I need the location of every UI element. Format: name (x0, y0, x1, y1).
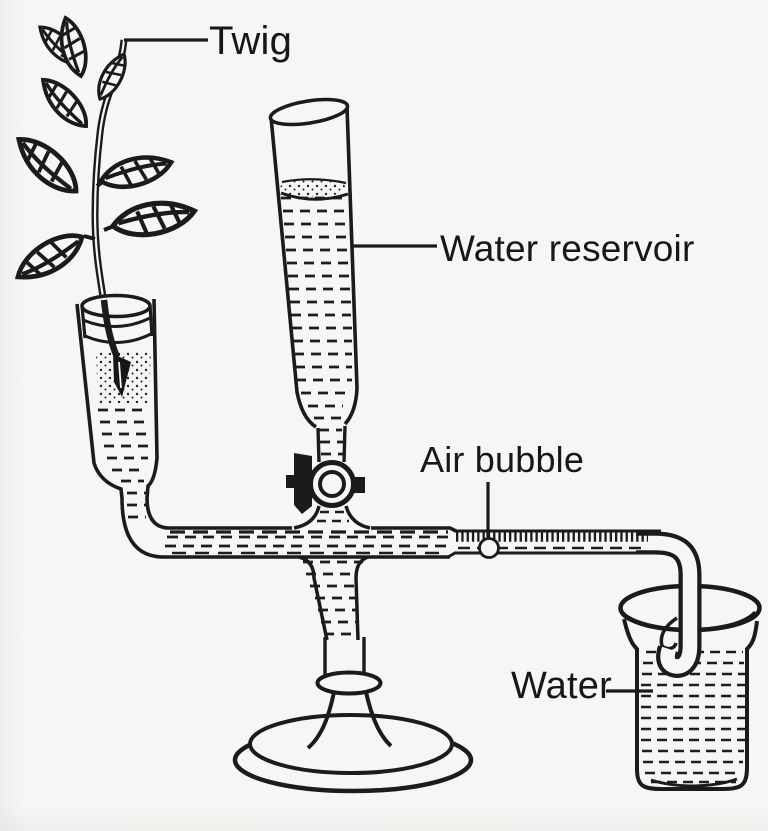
main-horizontal-tube (165, 505, 457, 641)
leaf (11, 232, 89, 281)
twig-stem-in-cork (100, 299, 121, 359)
stopcock-valve (286, 425, 365, 523)
water-reservoir-tube (268, 97, 359, 456)
leaf (15, 125, 80, 205)
twig-holder-tube (75, 293, 450, 559)
stand-trumpet (306, 691, 393, 750)
twig-branches (83, 179, 115, 241)
reservoir-water-dashes (281, 196, 352, 456)
cork (80, 293, 154, 346)
reservoir-meniscus-stipple (280, 179, 346, 197)
leaf (85, 50, 139, 104)
graduated-capillary (454, 529, 661, 559)
leaf (112, 198, 194, 241)
air-bubble-marker (478, 537, 500, 559)
leaf (58, 15, 90, 79)
horizontal-water-dashes (165, 535, 448, 548)
delivery-tube (636, 531, 702, 678)
junction-water-dashes (303, 560, 363, 636)
twig-illustration (11, 15, 195, 304)
twig-label: Twig (209, 19, 293, 63)
leader-lines (124, 38, 653, 693)
stopcock-nub (354, 477, 365, 493)
leaf (38, 67, 92, 138)
water-reservoir-label: Water reservoir (440, 228, 695, 269)
twig-cut-end (113, 354, 131, 397)
leaf (101, 156, 171, 189)
water-label: Water (511, 665, 612, 707)
stand-collar (315, 670, 383, 696)
stand-sleeve (323, 637, 366, 676)
holder-water-dashes (98, 408, 149, 519)
reservoir-mouth (268, 97, 350, 127)
stopcock-handle (294, 453, 312, 514)
beaker-spout (659, 616, 678, 651)
air-bubble-label: Air bubble (420, 439, 585, 480)
stand-stem (306, 637, 393, 750)
stand-base (232, 713, 474, 794)
